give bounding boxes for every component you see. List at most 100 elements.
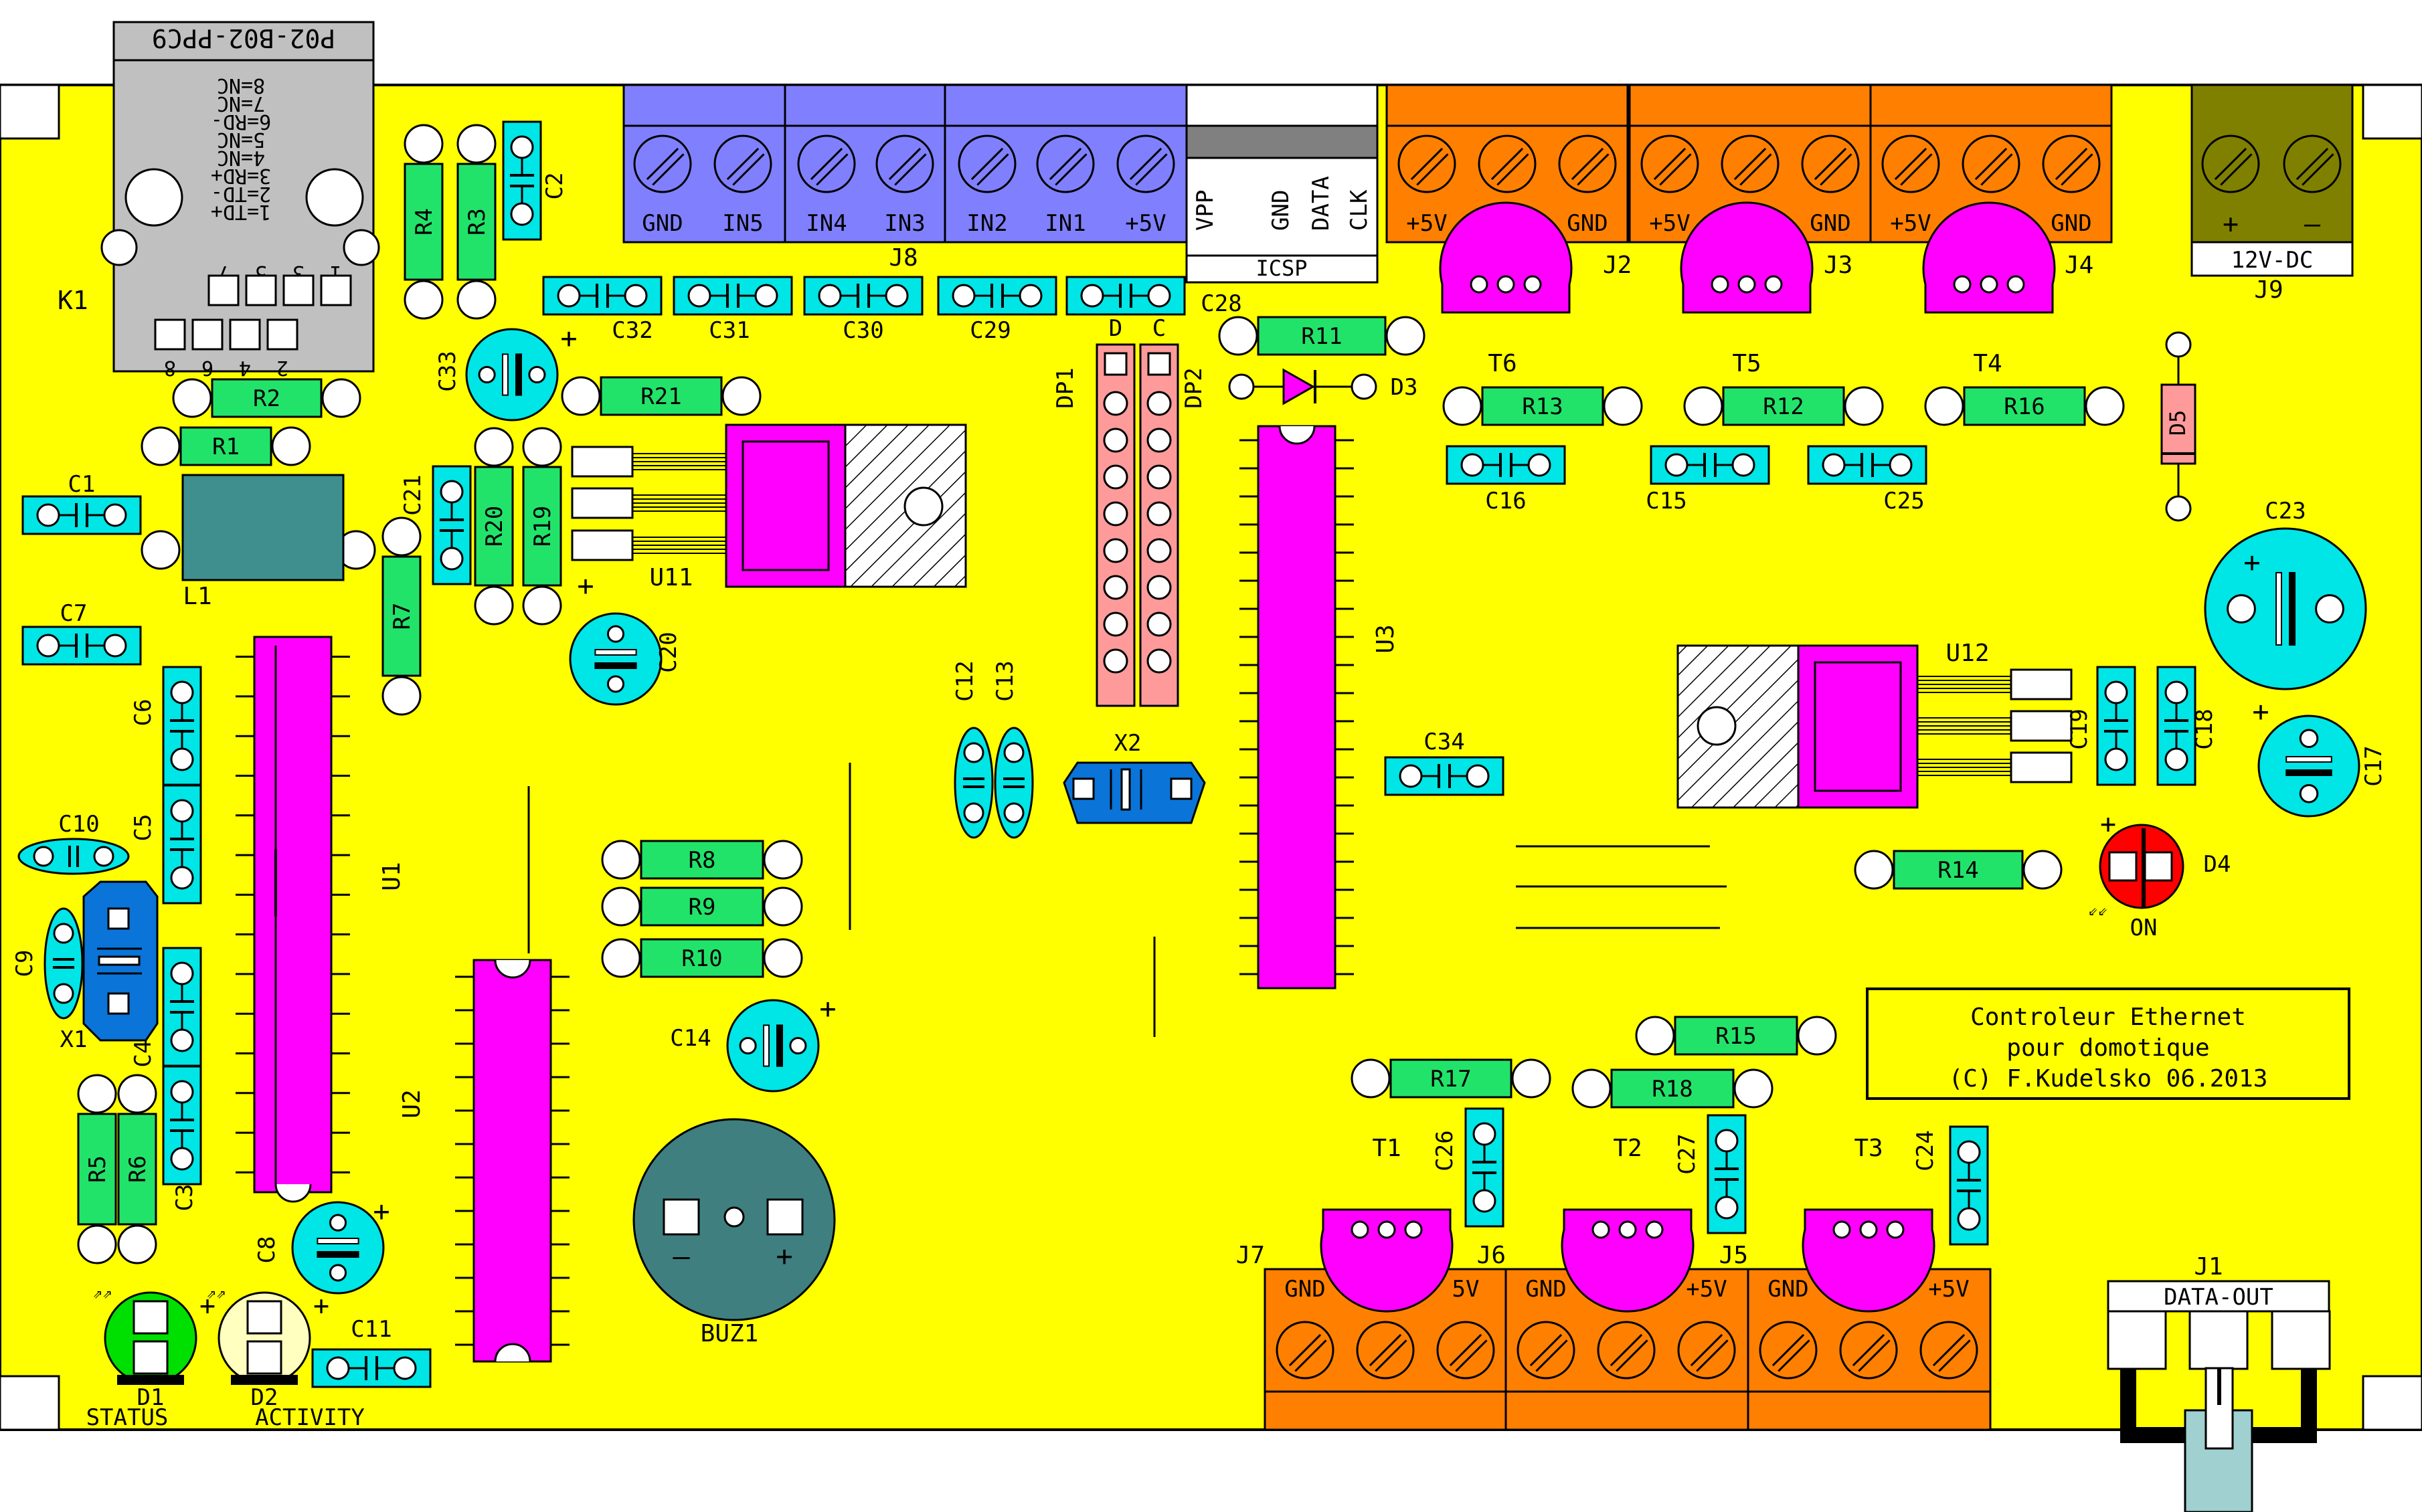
ref-J9: J9 <box>2254 276 2283 304</box>
pad <box>522 427 562 467</box>
screw-icon <box>2042 134 2101 193</box>
ic-u3 <box>1239 425 1354 989</box>
jumper-header-dp1 <box>1096 343 1136 707</box>
pad <box>1635 1016 1675 1056</box>
header-mark: D <box>1109 315 1122 342</box>
ref-DP1: DP1 <box>1052 367 1079 408</box>
icsp-pin-label: VPP <box>1192 190 1219 231</box>
resistor-r6: R6 <box>117 1074 157 1264</box>
ref-U11: U11 <box>649 564 693 591</box>
ref-R18: R18 <box>1652 1076 1693 1103</box>
led-d2: +⇗⇗ <box>207 1283 329 1385</box>
screw-icon <box>1036 134 1095 193</box>
terminal-block-j3-pin-label: +5V <box>1649 210 1690 237</box>
j8-pin-label: IN2 <box>966 210 1007 237</box>
screw-icon <box>1397 134 1456 193</box>
capacitor-c3 <box>162 1065 202 1186</box>
screw-icon <box>797 134 856 193</box>
led-arrows-icon: ⇗⇗ <box>93 1283 112 1302</box>
rj45-pad <box>282 274 315 306</box>
ref-C31: C31 <box>709 317 750 344</box>
led-d4: + ⇙⇙ <box>2089 809 2184 919</box>
terminal-block-j4: +5VDQGND <box>1869 84 2113 244</box>
screw-icon <box>1597 1321 1656 1380</box>
capacitor-c10 <box>17 838 130 875</box>
led-plus: + <box>199 1291 215 1321</box>
ref-K1: K1 <box>58 286 88 315</box>
ref-R16: R16 <box>2004 393 2045 420</box>
pad <box>1442 386 1482 426</box>
led-arrows-icon: ⇙⇙ <box>2089 901 2108 919</box>
capacitor-c28 <box>1065 276 1186 316</box>
capacitor-c15 <box>1650 445 1770 485</box>
resistor-r11: R11 <box>1218 316 1425 356</box>
pad <box>2022 850 2063 890</box>
capacitor-c13 <box>994 727 1034 839</box>
ref-C1: C1 <box>68 471 96 498</box>
ref-C13: C13 <box>992 660 1019 701</box>
plus-marker: + <box>373 1195 390 1228</box>
ref-C32: C32 <box>612 317 653 344</box>
ref-R11: R11 <box>1301 323 1342 350</box>
ref-R6: R6 <box>124 1155 151 1183</box>
j8-pin-label: GND <box>642 210 683 237</box>
mounting-corner-tr <box>2362 84 2422 140</box>
ref-DP2: DP2 <box>1181 367 1207 408</box>
pad <box>601 840 641 880</box>
resistor-r1: R1 <box>141 426 311 466</box>
resistor-r12: R12 <box>1683 386 1884 426</box>
pad <box>561 376 601 416</box>
resistor-r14: R14 <box>1854 850 2063 890</box>
ref-C15: C15 <box>1646 488 1686 514</box>
pad <box>381 676 422 716</box>
rj45-pad <box>229 318 261 351</box>
ref-C16: C16 <box>1485 488 1526 514</box>
rj45-pin-label: 5=NC <box>217 128 265 151</box>
led-d1: + ⇗⇗ <box>93 1283 215 1385</box>
ref-J7: J7 <box>1236 1242 1265 1269</box>
capacitor-c34 <box>1384 756 1504 796</box>
pad <box>404 280 444 320</box>
ref-C3: C3 <box>171 1184 198 1212</box>
terminal-block-j9: +—12V-DC <box>2190 84 2354 277</box>
resistor-r16: R16 <box>1924 386 2125 426</box>
ref-R10: R10 <box>681 945 722 972</box>
ref-T4: T4 <box>1973 350 2002 377</box>
ref-T3: T3 <box>1854 1135 1883 1162</box>
crystal-x1 <box>82 880 159 1042</box>
capacitor-c26 <box>1464 1107 1504 1228</box>
rj45-pin-number: 8 <box>164 356 176 379</box>
pad <box>381 516 422 557</box>
pad <box>1854 850 1894 890</box>
pad <box>1228 373 1255 400</box>
title-line-1: Controleur Ethernet <box>1970 1004 2246 1031</box>
capacitor-c12 <box>954 727 994 839</box>
pad <box>763 938 803 978</box>
screw-icon <box>1881 134 1940 193</box>
ref-C18: C18 <box>2191 708 2218 749</box>
ref-R9: R9 <box>689 894 716 921</box>
led-plus: + <box>2100 809 2116 840</box>
capacitor-c29 <box>937 276 1057 316</box>
capacitor-c11 <box>311 1348 432 1388</box>
screw-icon <box>1919 1321 1978 1380</box>
ref-J6: J6 <box>1477 1242 1506 1269</box>
pad <box>117 1074 157 1114</box>
icsp-pin-label: GND <box>1268 190 1294 231</box>
terminal-block-j4-pin-label: +5V <box>1890 210 1931 237</box>
ref-D3: D3 <box>1391 374 1418 401</box>
pad <box>117 1224 157 1264</box>
ref-X2: X2 <box>1114 730 1142 757</box>
capacitor-c4 <box>162 947 202 1067</box>
rj45-pin-number: 6 <box>201 356 213 379</box>
screw-icon <box>1801 134 1860 193</box>
electrolytic-capacitor-c23 <box>2204 527 2367 690</box>
voltage-regulator-u12 <box>1676 644 2073 809</box>
ref-U1: U1 <box>378 862 406 890</box>
capacitor-c5 <box>162 784 202 905</box>
ref-U2: U2 <box>398 1089 426 1118</box>
electrolytic-capacitor-c20 <box>569 612 663 706</box>
ref-C14: C14 <box>670 1025 711 1052</box>
j9-minus-label: — <box>2304 209 2321 240</box>
ref-C7: C7 <box>60 600 88 627</box>
